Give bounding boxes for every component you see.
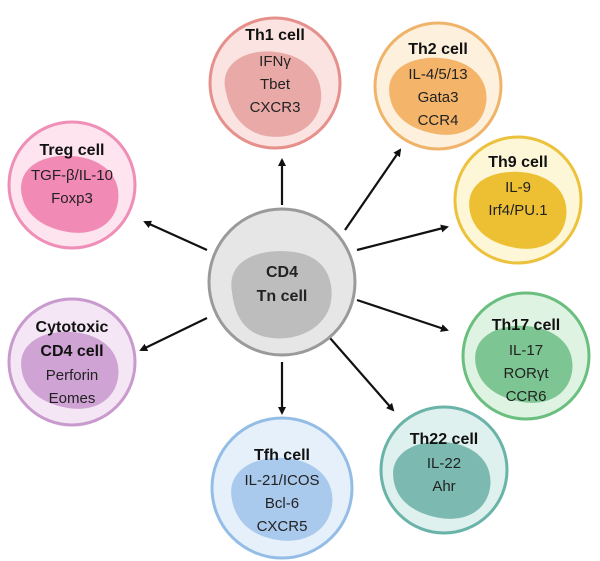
tfh-cell-nucleus (231, 457, 333, 541)
th9-arrow (356, 224, 449, 252)
th1-cell-title: Th1 cell (245, 27, 305, 44)
treg-cell-marker: TGF-β/IL-10 (31, 167, 113, 184)
tfh-cell-title: Tfh cell (254, 447, 310, 464)
th17-cell-marker: IL-17 (509, 342, 543, 359)
th22-cell-nucleus (393, 441, 491, 519)
th1-cell-marker: IFNγ (259, 53, 291, 70)
tfh-cell-marker: IL-21/ICOS (244, 472, 319, 489)
th2-cell-nucleus (389, 57, 487, 135)
th22-cell-marker: Ahr (432, 478, 455, 495)
th9-cell-marker: IL-9 (505, 179, 531, 196)
th2-cell-marker: Gata3 (418, 89, 459, 106)
th22-cell-title: Th22 cell (410, 431, 478, 448)
th2-cell-title: Th2 cell (408, 41, 468, 58)
th17-arrow (356, 298, 449, 332)
th1-cell-marker: Tbet (260, 76, 291, 93)
th9-cell-nucleus (469, 171, 567, 249)
th2-cell-marker: CCR4 (418, 112, 459, 129)
th22-arrow (329, 337, 395, 412)
cytotoxic-cell-marker: Perforin (46, 367, 99, 384)
center-cell-subtitle: Tn cell (257, 288, 308, 305)
th22-cell-marker: IL-22 (427, 455, 461, 472)
treg-cell-nucleus (21, 155, 119, 233)
tfh-cell-marker: CXCR5 (257, 518, 308, 535)
treg-cell-title: Treg cell (40, 142, 105, 159)
cytotoxic-arrow (139, 317, 208, 351)
th1-cell-marker: CXCR3 (250, 99, 301, 116)
th1-cell-nucleus (224, 51, 322, 137)
th17-cell-title: Th17 cell (492, 317, 560, 334)
tfh-cell-marker: Bcl-6 (265, 495, 299, 512)
center-cell-nucleus (231, 251, 332, 339)
th2-arrow (344, 148, 402, 231)
th17-cell-marker: CCR6 (506, 388, 547, 405)
cytotoxic-cell-title: Cytotoxic (36, 319, 109, 336)
th17-cell-marker: RORγt (504, 365, 550, 382)
center-cell-title: CD4 (266, 264, 298, 281)
treg-cell-marker: Foxp3 (51, 190, 93, 207)
th2-cell-marker: IL-4/5/13 (408, 66, 467, 83)
treg-arrow (143, 220, 208, 252)
cytotoxic-cell-marker: Eomes (49, 390, 96, 407)
th17-cell-nucleus (475, 325, 573, 403)
th9-cell-title: Th9 cell (488, 154, 548, 171)
center-cell: CD4 Tn cell (207, 207, 357, 357)
cytotoxic-cell-title: CD4 cell (40, 343, 103, 360)
cytotoxic-cell-nucleus (21, 331, 119, 409)
arrows (139, 148, 449, 415)
th9-cell-marker: Irf4/PU.1 (488, 202, 547, 219)
